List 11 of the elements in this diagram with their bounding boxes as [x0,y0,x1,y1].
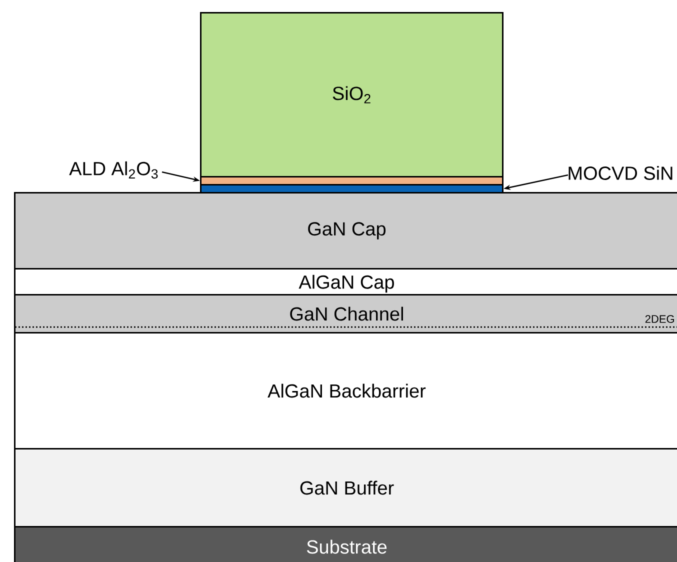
oxide-layer: SiO$_{2}$ [200,12,504,178]
substrate-layer: Substrate [14,526,677,562]
epitaxial-layer: GaN Cap [14,192,677,270]
epitaxial-layer: GaN Buffer [14,448,677,528]
epitaxial-layer: AlGaN Backbarrier [14,332,677,450]
epitaxial-layer: AlGaN Cap [14,268,677,296]
layer-label: 2DEG [645,315,674,323]
layer-label: MOCVD SiN [568,166,672,180]
dielectric-layer [200,176,504,186]
layer-label: ALD Al$_{2}$O$_{3}$ [69,161,158,179]
dielectric-layer [200,184,504,194]
